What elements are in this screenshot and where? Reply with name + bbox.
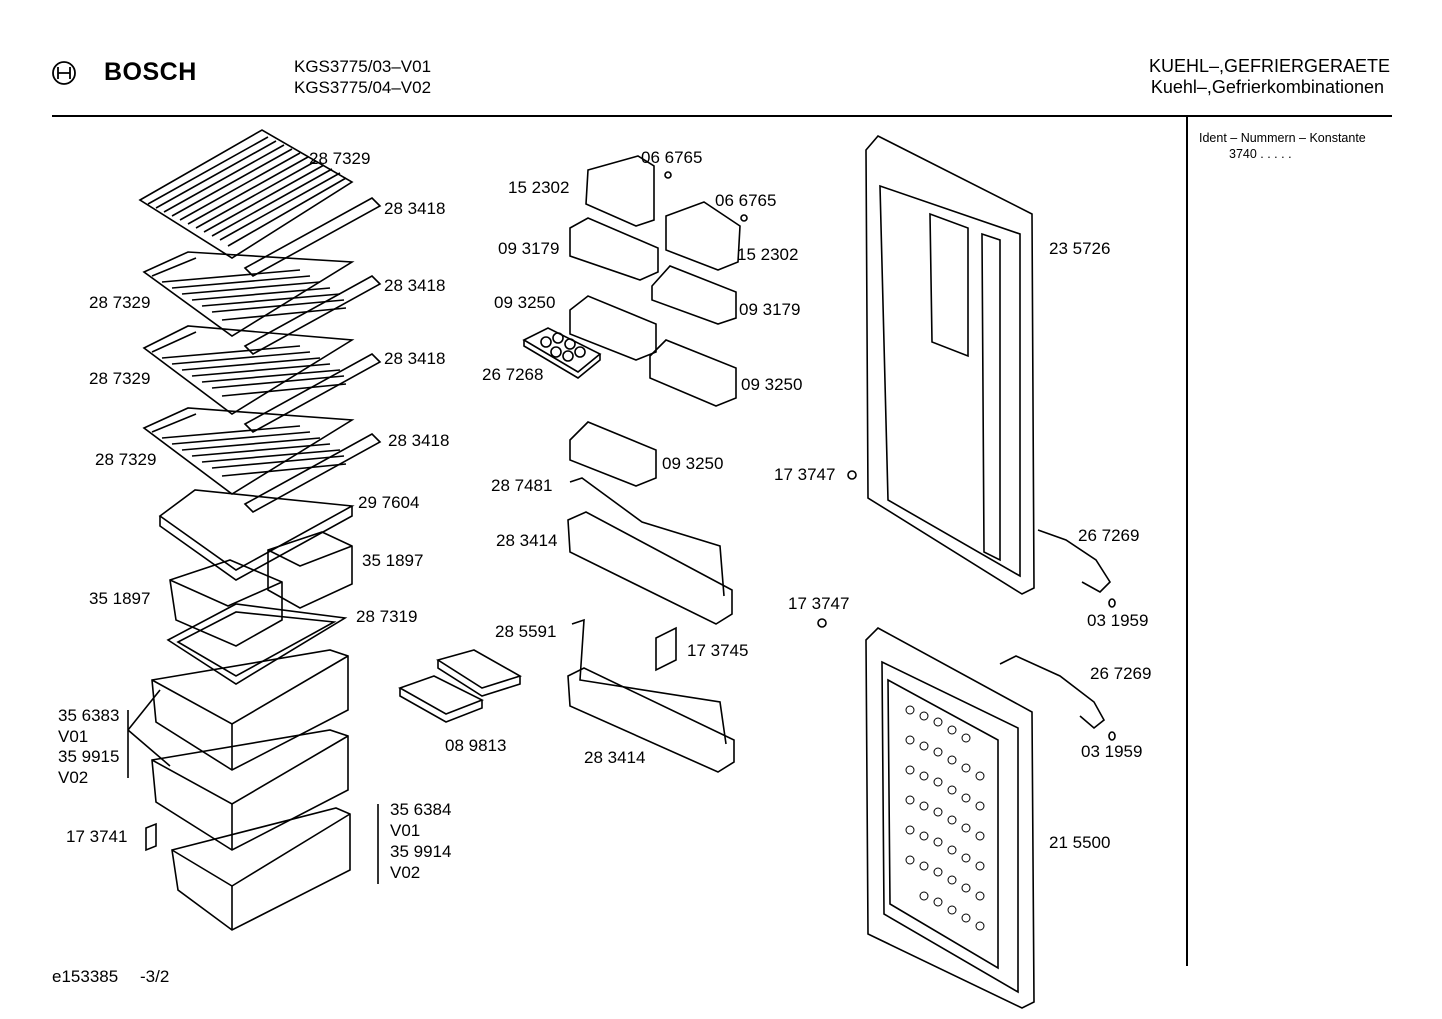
freezer-door-pattern [905,705,985,931]
part-label: 15 2302 [737,245,799,264]
part-label: 08 9813 [445,736,507,755]
ice-trays [398,649,522,723]
handle-lower [999,655,1106,730]
part-label: V01 [58,727,89,746]
part-label: 28 7319 [356,607,418,626]
freezer-door [865,627,1035,1009]
small-drawer-right [267,531,353,609]
part-label: 09 3250 [494,293,556,312]
ident-value: 3740 . . . . . [1229,147,1292,161]
part-label: V02 [390,863,421,882]
part-label: 35 1897 [362,551,424,570]
brand-name: BOSCH [104,58,197,86]
model-number-1: KGS3775/03–V01 [294,57,432,76]
part-label: 09 3250 [662,454,724,473]
screw-lower [817,618,827,628]
part-label: 28 7329 [95,450,157,469]
part-label: 21 5500 [1049,833,1111,852]
part-label: 28 3418 [384,349,446,368]
part-label: 09 3179 [739,300,801,319]
part-label: 26 7269 [1078,526,1140,545]
page-number: -3/2 [140,967,170,986]
part-label: 35 6384 [390,800,452,819]
door-bins [569,155,741,487]
model-number-2: KGS3775/04–V02 [294,78,432,97]
part-label: 29 7604 [358,493,420,512]
part-label: 35 6383 [58,706,120,725]
part-label: 28 3418 [388,431,450,450]
document-id: e153385 [52,967,119,986]
part-label: 17 3745 [687,641,749,660]
part-label: 26 7268 [482,365,544,384]
part-label: 17 3747 [774,465,836,484]
category-subtitle: Kuehl–,Gefrierkombinationen [1150,77,1384,97]
screw-upper [847,470,857,480]
part-label: 06 6765 [715,191,777,210]
part-label: 35 9915 [58,747,120,766]
bracket-part [655,626,677,672]
part-label: 17 3741 [66,827,128,846]
crisper-drawers [151,649,351,931]
part-label: 28 7481 [491,476,553,495]
part-label: V02 [58,768,89,787]
category-title: KUEHL–,GEFRIERGERAETE [1148,56,1390,76]
clip-part [145,822,157,852]
cover-frame [166,603,348,685]
bosch-logo-icon [52,61,76,85]
part-label: V01 [390,821,421,840]
part-label: 03 1959 [1081,742,1143,761]
part-label: 03 1959 [1087,611,1149,630]
handle-upper [1037,529,1112,593]
part-label: 15 2302 [508,178,570,197]
part-label: 28 7329 [89,293,151,312]
part-label: 28 3414 [584,748,646,767]
part-label: 26 7269 [1090,664,1152,683]
part-label: 28 7329 [89,369,151,388]
door-racks [567,477,735,773]
ident-title: Ident – Nummern – Konstante [1199,131,1366,145]
glass-shelf [158,489,355,571]
part-label: 35 1897 [89,589,151,608]
part-label: 28 3414 [496,531,558,550]
part-label: 23 5726 [1049,239,1111,258]
part-label: 28 5591 [495,622,557,641]
part-label: 28 3418 [384,199,446,218]
small-drawer-left [169,559,283,647]
part-label: 09 3179 [498,239,560,258]
fridge-door [865,135,1035,595]
part-label: 06 6765 [641,148,703,167]
part-label: 28 7329 [309,149,371,168]
part-label: 17 3747 [788,594,850,613]
part-label: 09 3250 [741,375,803,394]
wire-shelves [138,129,382,513]
part-label: 28 3418 [384,276,446,295]
part-label: 35 9914 [390,842,452,861]
